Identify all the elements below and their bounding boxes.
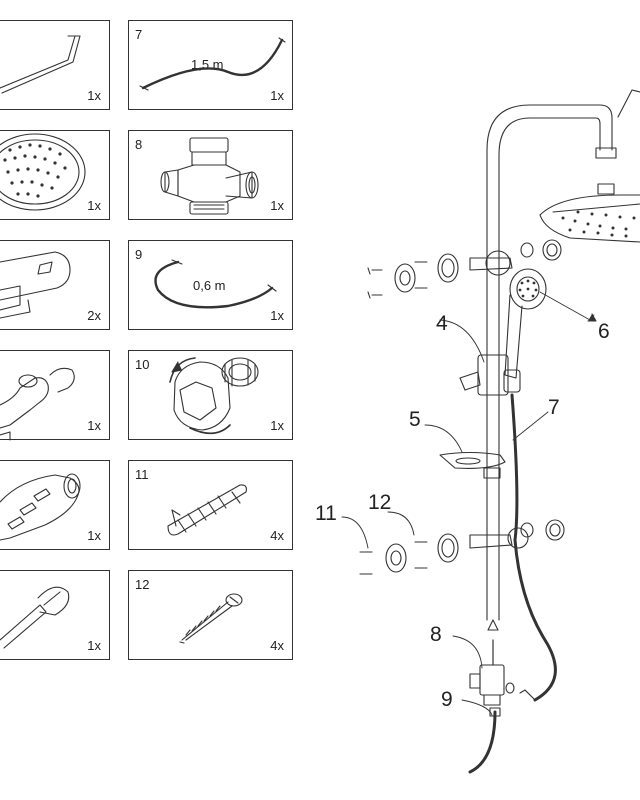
wall-bracket-illustration: [0, 251, 71, 319]
dowel-illustration: [167, 484, 247, 536]
part-quantity: 1x: [87, 528, 101, 543]
part-quantity: 1x: [270, 308, 284, 323]
part-quantity: 4x: [270, 638, 284, 653]
part-number: 9: [135, 247, 143, 262]
part-number: 10: [135, 357, 150, 372]
callout-4: 4: [436, 312, 448, 335]
part-card-wall-bracket: 2x: [0, 240, 110, 330]
part-number: 12: [135, 577, 150, 592]
rail-illustration: [0, 35, 81, 94]
part-quantity: 1x: [87, 88, 101, 103]
soap-dish-illustration: [0, 473, 81, 541]
part-number: 8: [135, 137, 143, 152]
part-card-9-hose: 9 0,6 m 1x: [128, 240, 293, 330]
part-quantity: 1x: [270, 88, 284, 103]
part-quantity: 2x: [87, 308, 101, 323]
shower-column-assembly: [341, 89, 640, 774]
callout-8: 8: [430, 623, 442, 646]
hose-length: 0,6 m: [193, 278, 226, 293]
callout-12: 12: [368, 491, 392, 514]
part-number: 11: [135, 467, 149, 482]
callout-6: 6: [598, 320, 610, 343]
part-quantity: 1x: [87, 418, 101, 433]
callout-5: 5: [409, 408, 421, 431]
part-quantity: 1x: [87, 638, 101, 653]
callout-9: 9: [441, 688, 453, 711]
part-quantity: 4x: [270, 528, 284, 543]
part-quantity: 1x: [270, 418, 284, 433]
part-number: 7: [135, 27, 143, 42]
callout-7: 7: [548, 396, 560, 419]
part-card-slider: 1x: [0, 350, 110, 440]
part-quantity: 1x: [270, 198, 284, 213]
hand-shower-illustration: [0, 586, 70, 649]
part-card-shower-head: 1x: [0, 130, 110, 220]
callout-11: 11: [315, 502, 337, 525]
nut-illustration: [169, 357, 259, 435]
slider-illustration: [0, 367, 75, 441]
hose-0-6m-illustration: [154, 259, 277, 309]
screw-illustration: [179, 593, 243, 644]
part-quantity: 1x: [87, 198, 101, 213]
diverter-illustration: [160, 137, 259, 215]
part-card-10-nut: 10 1x: [128, 350, 293, 440]
hose-1-5m-illustration: [139, 37, 286, 91]
shower-head-illustration: [0, 133, 86, 211]
